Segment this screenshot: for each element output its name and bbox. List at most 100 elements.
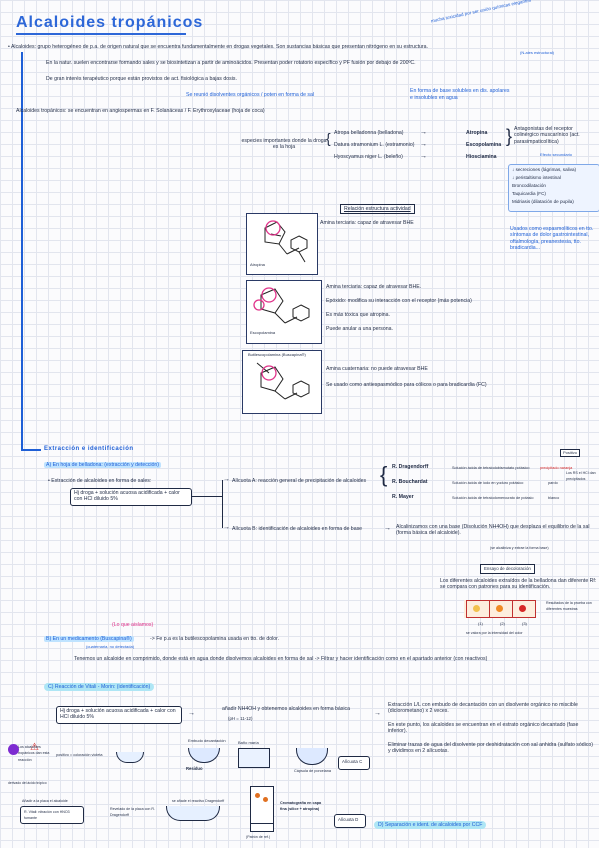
uses-text: Usados como espasmolíticos en tto. sínto…: [510, 226, 594, 252]
intro-line-1-note: (N-ales estructural): [520, 50, 555, 55]
alicuota-b-note: (se alcaliniza y extrae la forma base): [490, 546, 549, 550]
tlc-cell: [512, 600, 536, 618]
c-step: añadir NH4OH y obtenemos alcaloides en f…: [222, 706, 351, 712]
reactivo-1-desc: Solución ácida de tetraiodobismutato pot…: [452, 466, 530, 470]
reactivo-1-result: precipitado naranja: [540, 466, 573, 470]
mol1-text-full: Amina terciaria: capaz de atravesar BHE: [320, 220, 414, 226]
tropanicos-line: Alcaloides tropánicos: se encuentran en …: [16, 108, 265, 114]
arrow-icon: →: [420, 141, 427, 148]
intro-line-3: De gran interés terapéutico porque están…: [46, 76, 237, 82]
c-extract-1: Extracción L/L con embudo de decantación…: [388, 702, 578, 715]
result-label: Positivo: [560, 449, 581, 458]
residue-label: Residuo: [186, 766, 203, 771]
warning-dot-icon: [8, 744, 19, 755]
antagonist-note: Efecto secundario: [540, 152, 573, 157]
warning-icon: ⚠: [30, 742, 39, 753]
intro-line-2: En la natur. suelen encontrarse formando…: [46, 60, 416, 66]
b-pink-note: (Lo que aislamos): [112, 622, 154, 628]
water-bath-label: Baño maría: [238, 740, 259, 745]
c-extract-2: En este punto, los alcaloides se encuent…: [388, 722, 579, 735]
spot-label-1: (1): [478, 621, 483, 626]
species-2: Datura stramonium L. (estramonio): [334, 142, 415, 148]
dragendorff-capsule-icon: [166, 806, 220, 821]
mol2-text-2: Epóxido: modifica su interacción con el …: [326, 298, 472, 304]
mol2-text-1: Amina terciaria: capaz de atravesar BHE.: [326, 284, 422, 290]
species-3: Hyoscyamus niger L. (beleño): [334, 154, 403, 160]
effect-item: Broncodilatación: [512, 183, 546, 188]
brace-right: }: [506, 126, 513, 146]
c-title: C) Reacción de Vitali - Morin: (identifi…: [44, 683, 155, 691]
branch-line: [21, 449, 41, 451]
aliquot-d: Alícuota D: [338, 817, 359, 822]
arrow-icon: →: [188, 710, 195, 717]
c-formula-box: [56, 706, 182, 724]
sar-title: Relación estructura actividad: [340, 204, 415, 215]
brace-left: {: [326, 130, 331, 146]
tlc-plate: [464, 600, 536, 618]
intro-line-4: Se reunió disolventes orgánicos / poten …: [186, 92, 315, 98]
mol3-text-1: Amina cuaternaria: no puede atravesar BH…: [326, 366, 428, 372]
arrow-icon: →: [384, 525, 391, 532]
patron-label: (Patrón de ref.): [246, 835, 271, 839]
cromato-label: Cromatografía en capa fina (sílice + atr…: [280, 801, 322, 812]
a-formula-box: [70, 488, 192, 506]
tlc-spot-1: [473, 605, 480, 612]
brace-left: {: [380, 462, 388, 487]
section-a-title: A) En hoja de belladona: (extracción y d…: [44, 462, 162, 468]
flow-line: [222, 480, 223, 528]
result-note: Los RS el HCl dan precipitados: [566, 471, 596, 482]
spot-label-2: (2): [500, 621, 505, 626]
species-1: Atropa belladonna (belladona): [334, 130, 404, 136]
reactivo-2-desc: Solución ácida de iodo en yoduro potásic…: [452, 481, 524, 485]
b-title: B) En un medicamento (Buscapina®): [44, 636, 134, 642]
alicuota-b-text: Alcalinizamos con una base (Disolución N…: [396, 524, 590, 537]
tlc-spot-2: [496, 605, 503, 612]
mol2-label: Escopolamina: [250, 330, 276, 335]
tlc-spot-3: [519, 605, 526, 612]
capsule-icon: [116, 752, 144, 763]
alkaloid-3: Hiosciamina: [466, 154, 497, 160]
arrow-icon: →: [374, 710, 381, 717]
extraccion-header: Extracción e identificación: [44, 446, 134, 452]
arrow-icon: →: [223, 524, 230, 531]
alicuota-b: Alícuota B: identificación de alcaloides…: [232, 526, 363, 532]
reactivo-3-result: blanco: [548, 496, 560, 500]
alicuota-a: Alícuota A: reacción general de precipit…: [232, 478, 367, 484]
mol3-text-2: Se usado como antiespasmódico para cólic…: [326, 382, 487, 388]
tlc-text: Los diferentes alcaloides extraídos de l…: [440, 578, 597, 591]
main-vertical-line: [21, 52, 23, 450]
residue-left: positivo = coloración violeta: [56, 753, 103, 757]
tlc-title: Ensayo de decoloración: [480, 564, 535, 575]
solubility-note-2: e insolubles en agua: [410, 95, 458, 101]
b-line-2: Tenemos un alcaloide en comprimido, dond…: [74, 656, 488, 662]
atropine-structure: [246, 213, 318, 275]
c-formula: Hj droga + solución acuosa acidificada +…: [60, 708, 176, 721]
arrow-icon: →: [420, 129, 427, 136]
alkaloid-1: Atropina: [466, 130, 488, 136]
species-label: especies importantes donde la droga es l…: [241, 138, 327, 151]
effects-box: [508, 164, 599, 212]
tlc-caption: se valora por la intensidad del color: [466, 631, 523, 635]
tlc-mid-2: Revelado de la placa con R. Dragendorff: [110, 807, 155, 818]
reactivo-3-desc: Solución ácida de tetraiodomercurato de …: [452, 496, 534, 500]
left-hint: derivado del ácido trópico: [8, 781, 47, 785]
butylscopolamine-structure: [242, 350, 322, 414]
residue-capsule-icon: [188, 748, 220, 763]
reactivo-2: R. Bouchardat: [392, 479, 428, 485]
tlc-side: Resultados de la prueba con diferentes m…: [546, 601, 592, 612]
effect-item: ↓ peristaltismo intestinal: [512, 175, 561, 180]
effect-item: Midriasis (dilatación de pupila): [512, 199, 574, 204]
solubility-note-1: En forma de base solubles en dis. apolar…: [410, 88, 510, 94]
mol1-label: Atropina: [250, 262, 265, 267]
water-bath-icon: [238, 748, 270, 768]
flow-line: [192, 496, 222, 497]
left-note: Los alcaloides tropánicos dan esta reacc…: [18, 745, 50, 762]
page-title: Alcaloides tropánicos: [16, 14, 204, 31]
scopolamine-structure: [246, 280, 322, 344]
aliquot-c-box: [338, 756, 370, 770]
title-underline: [16, 33, 186, 35]
tlc-plate-icon: [250, 786, 274, 832]
mol2-text-4: Puede anular a una persona.: [326, 326, 393, 332]
spot-label-3: (3): [522, 621, 527, 626]
effect-item: ↓ secreciones (lágrimas, saliva): [512, 167, 577, 172]
